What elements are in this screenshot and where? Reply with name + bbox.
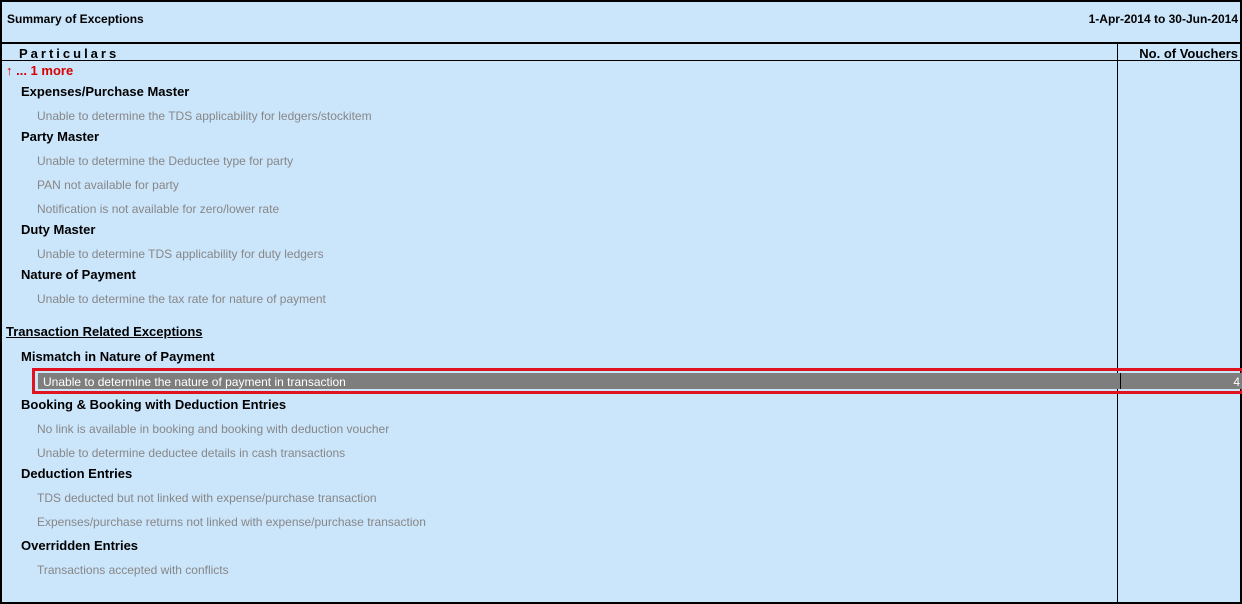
list-item[interactable]: Expenses/purchase returns not linked wit… — [37, 515, 426, 529]
group-overridden-entries[interactable]: Overridden Entries — [21, 538, 139, 553]
list-item[interactable]: Unable to determine the Deductee type fo… — [37, 154, 294, 168]
list-item[interactable]: PAN not available for party — [37, 178, 179, 192]
list-item[interactable]: Unable to determine the TDS applicabilit… — [37, 109, 372, 123]
section-transaction-related-exceptions[interactable]: Transaction Related Exceptions — [6, 324, 203, 339]
group-mismatch-nature-of-payment[interactable]: Mismatch in Nature of Payment — [21, 349, 215, 364]
more-items-indicator[interactable]: ↑ ... 1 more — [6, 63, 74, 78]
column-header-row: Particulars No. of Vouchers — [2, 44, 1240, 61]
selected-row-fill: Unable to determine the nature of paymen… — [38, 373, 1242, 389]
group-nature-of-payment[interactable]: Nature of Payment — [21, 267, 136, 282]
column-header-vouchers: No. of Vouchers — [1139, 46, 1238, 61]
selected-row[interactable]: Unable to determine the nature of paymen… — [32, 368, 1242, 394]
selected-row-label: Unable to determine the nature of paymen… — [43, 375, 346, 389]
list-item[interactable]: Unable to determine deductee details in … — [37, 446, 346, 460]
column-divider — [1117, 44, 1118, 602]
group-booking-entries[interactable]: Booking & Booking with Deduction Entries — [21, 397, 287, 412]
list-item[interactable]: No link is available in booking and book… — [37, 422, 390, 436]
list-item[interactable]: Unable to determine the tax rate for nat… — [37, 292, 326, 306]
group-expenses-purchase-master[interactable]: Expenses/Purchase Master — [21, 84, 190, 99]
group-deduction-entries[interactable]: Deduction Entries — [21, 466, 133, 481]
list-item[interactable]: TDS deducted but not linked with expense… — [37, 491, 377, 505]
selected-row-divider — [1120, 373, 1121, 389]
list-item[interactable]: Notification is not available for zero/l… — [37, 202, 280, 216]
column-header-particulars: Particulars — [19, 46, 120, 61]
report-period[interactable]: 1-Apr-2014 to 30-Jun-2014 — [1088, 12, 1238, 26]
list-item[interactable]: Transactions accepted with conflicts — [37, 563, 229, 577]
report-title-bar: Summary of Exceptions 1-Apr-2014 to 30-J… — [2, 2, 1240, 44]
group-party-master[interactable]: Party Master — [21, 129, 100, 144]
report-title: Summary of Exceptions — [7, 12, 144, 26]
voucher-count: 4 — [1233, 375, 1240, 389]
list-item[interactable]: Unable to determine TDS applicability fo… — [37, 247, 324, 261]
group-duty-master[interactable]: Duty Master — [21, 222, 96, 237]
